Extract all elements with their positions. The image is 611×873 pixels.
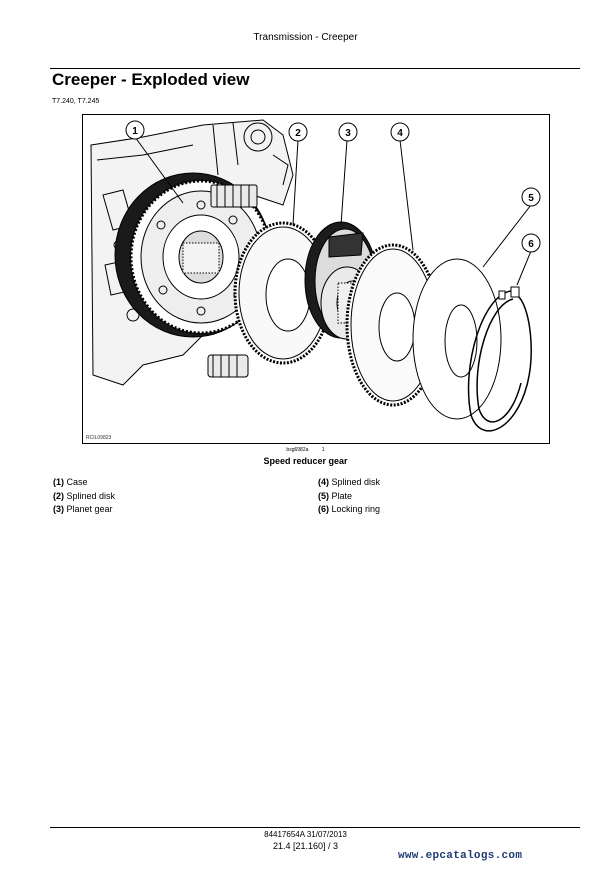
page-title: Creeper - Exploded view — [52, 70, 250, 89]
callout-2-label: 2 — [295, 128, 301, 139]
legend-num: (3) — [53, 504, 64, 514]
figure-meta: bsg6982a 1 — [0, 447, 611, 453]
legend-left: (1) Case (2) Splined disk (3) Planet gea… — [53, 476, 115, 517]
legend-item: (2) Splined disk — [53, 490, 115, 504]
document-id: 84417654A 31/07/2013 — [264, 830, 347, 839]
footer-rule — [50, 827, 580, 828]
figure-ref: bsg6982a — [286, 447, 309, 453]
header-rule — [50, 68, 580, 69]
legend-num: (1) — [53, 477, 64, 487]
exploded-view-drawing: 1 2 3 4 5 6 RCIL09823 — [86, 119, 541, 441]
callout-4-label: 4 — [397, 128, 403, 139]
legend-num: (4) — [318, 477, 329, 487]
legend-num: (6) — [318, 504, 329, 514]
callout-6-label: 6 — [528, 239, 534, 250]
locking-ring — [467, 286, 532, 432]
legend-label: Case — [66, 477, 88, 487]
watermark: www.epcatalogs.com — [398, 850, 523, 862]
plate — [412, 258, 502, 420]
legend-num: (2) — [53, 490, 64, 501]
legend-label: Locking ring — [331, 504, 381, 514]
page-number: 21.4 [21.160] / 3 — [272, 841, 339, 851]
legend-num: (5) — [318, 490, 329, 501]
figure-number: 1 — [321, 447, 325, 453]
running-header: Transmission - Creeper — [253, 32, 358, 43]
callout-5: 5 — [482, 187, 541, 268]
shaft — [210, 184, 258, 208]
legend-item: (4) Splined disk — [318, 476, 380, 490]
legend-label: Splined disk — [66, 490, 116, 501]
figure-caption: Speed reducer gear — [263, 456, 348, 466]
legend-label: Planet gear — [66, 504, 113, 514]
callout-4: 4 — [390, 122, 414, 251]
callout-6: 6 — [516, 233, 541, 286]
exploded-view-figure: 1 2 3 4 5 6 RCIL09823 — [82, 114, 550, 444]
callout-3: 3 — [338, 122, 358, 226]
legend-item: (6) Locking ring — [318, 503, 380, 517]
legend-label: Plate — [331, 490, 353, 501]
callout-1-label: 1 — [132, 126, 138, 137]
callout-3-label: 3 — [345, 128, 351, 139]
legend-item: (5) Plate — [318, 490, 380, 504]
legend-label: Splined disk — [331, 477, 381, 487]
splined-disk-2 — [233, 221, 333, 365]
model-list: T7.240, T7.245 — [52, 98, 100, 105]
legend-item: (3) Planet gear — [53, 503, 115, 517]
legend-right: (4) Splined disk (5) Plate (6) Locking r… — [318, 476, 380, 517]
callout-1: 1 — [125, 120, 184, 204]
callout-2: 2 — [288, 122, 308, 226]
legend-item: (1) Case — [53, 476, 115, 490]
image-code: RCIL09823 — [86, 435, 112, 441]
callout-5-label: 5 — [528, 193, 534, 204]
